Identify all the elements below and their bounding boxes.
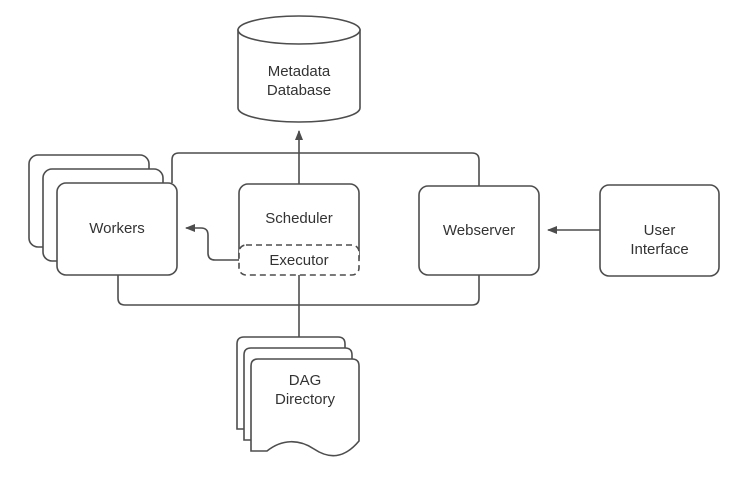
workers-stack-front	[56, 182, 178, 276]
cylinder-top	[237, 15, 361, 45]
edge-bottom-bus-right	[299, 275, 480, 306]
node-user-interface[interactable]	[599, 184, 720, 277]
edge-executor-to-workers	[185, 224, 239, 261]
edge-bottom-bus-left	[117, 275, 299, 306]
cylinder-body	[237, 29, 361, 123]
dag-stack-front	[250, 358, 360, 457]
node-workers[interactable]	[28, 154, 178, 276]
node-webserver[interactable]	[418, 185, 540, 276]
node-metadata-database[interactable]	[237, 15, 361, 123]
node-executor[interactable]	[238, 244, 360, 276]
node-dag-directory[interactable]	[236, 336, 360, 457]
edge-top-bus-left	[171, 152, 299, 183]
nodes-layer	[28, 15, 720, 457]
edges-layer	[117, 130, 600, 348]
edge-top-bus-right	[299, 152, 480, 186]
